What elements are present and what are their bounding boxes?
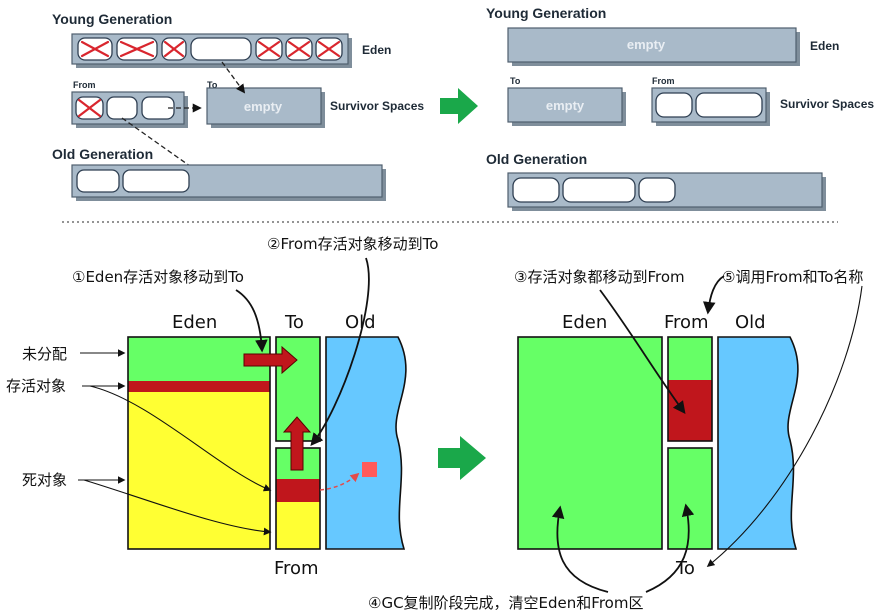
old-generation-title-after: Old Generation bbox=[486, 151, 587, 167]
survivor-spaces-label: Survivor Spaces bbox=[330, 99, 424, 113]
survivor-spaces-label-after: Survivor Spaces bbox=[780, 97, 874, 111]
to-space-after bbox=[507, 87, 623, 123]
top-transition-arrow bbox=[440, 88, 478, 124]
to-empty-text: empty bbox=[244, 99, 283, 114]
right-to-header: To bbox=[675, 558, 695, 579]
promotion-arrow bbox=[319, 472, 360, 491]
young-generation-title-after: Young Generation bbox=[486, 5, 606, 21]
to-space bbox=[206, 87, 322, 125]
to-label: To bbox=[207, 80, 218, 90]
eden-to-survivor-arrow bbox=[221, 61, 246, 94]
from-label-after: From bbox=[652, 76, 675, 86]
left-eden-live bbox=[128, 381, 270, 392]
from-live-object-after bbox=[695, 92, 763, 118]
to-label-after: To bbox=[510, 76, 521, 86]
eden-dead-object bbox=[116, 37, 158, 61]
left-to-header: To bbox=[284, 312, 304, 333]
from-live-object bbox=[141, 96, 175, 120]
right-from-live bbox=[668, 380, 712, 441]
left-old-space bbox=[325, 336, 407, 550]
eden-space-after bbox=[507, 27, 797, 63]
left-from-live bbox=[276, 479, 320, 502]
top-left-panel: Young Generation Eden bbox=[52, 11, 424, 201]
bottom-transition-arrow bbox=[438, 436, 486, 480]
legend-unallocated: 未分配 bbox=[22, 345, 67, 363]
right-old-space bbox=[717, 336, 799, 550]
eden-label: Eden bbox=[362, 43, 391, 57]
young-generation-title: Young Generation bbox=[52, 11, 172, 27]
right-from-header: From bbox=[664, 312, 709, 333]
eden-label-after: Eden bbox=[810, 39, 839, 53]
eden-dead-object bbox=[77, 37, 113, 61]
step-4-caption: ④GC复制阶段完成，清空Eden和From区 bbox=[368, 594, 643, 612]
promoted-object bbox=[362, 462, 377, 477]
old-object bbox=[76, 169, 120, 193]
eden-empty-text: empty bbox=[627, 37, 666, 52]
left-eden-header: Eden bbox=[172, 312, 217, 333]
eden-dead-object bbox=[285, 37, 313, 61]
step-5-caption: ⑤调用From和To名称 bbox=[722, 268, 863, 286]
right-eden-header: Eden bbox=[562, 312, 607, 333]
from-to-to-arrow bbox=[282, 416, 312, 471]
right-eden-space bbox=[517, 336, 663, 550]
old-object-after bbox=[562, 177, 636, 203]
old-object-after bbox=[638, 177, 676, 203]
step-1-caption: ①Eden存活对象移动到To bbox=[72, 268, 244, 286]
from-dead-object bbox=[75, 96, 104, 120]
eden-dead-object bbox=[255, 37, 283, 61]
left-from-header: From bbox=[274, 558, 319, 579]
from-live-object-after bbox=[655, 92, 693, 118]
left-from-dead bbox=[276, 502, 320, 549]
left-eden-dead bbox=[128, 392, 270, 549]
eden-dead-object bbox=[315, 37, 343, 61]
legend-dead: 死对象 bbox=[22, 471, 67, 489]
step-3-caption: ③存活对象都移动到From bbox=[514, 268, 685, 286]
eden-to-to-arrow bbox=[243, 345, 298, 375]
legend-live: 存活对象 bbox=[6, 377, 66, 395]
right-from-unallocated bbox=[668, 337, 712, 380]
old-generation-title: Old Generation bbox=[52, 146, 153, 162]
step-2-caption: ②From存活对象移动到To bbox=[267, 235, 438, 253]
left-old-header: Old bbox=[345, 312, 376, 333]
right-to-space bbox=[667, 447, 713, 550]
right-old-header: Old bbox=[735, 312, 766, 333]
top-right-panel: Young Generation empty Eden To From empt… bbox=[486, 5, 874, 211]
to-empty-text-after: empty bbox=[546, 98, 585, 113]
eden-live-object bbox=[190, 37, 252, 61]
from-label: From bbox=[73, 80, 96, 90]
old-object bbox=[122, 169, 190, 193]
eden-dead-object bbox=[161, 37, 187, 61]
old-object-after bbox=[512, 177, 560, 203]
from-live-object bbox=[106, 96, 138, 120]
